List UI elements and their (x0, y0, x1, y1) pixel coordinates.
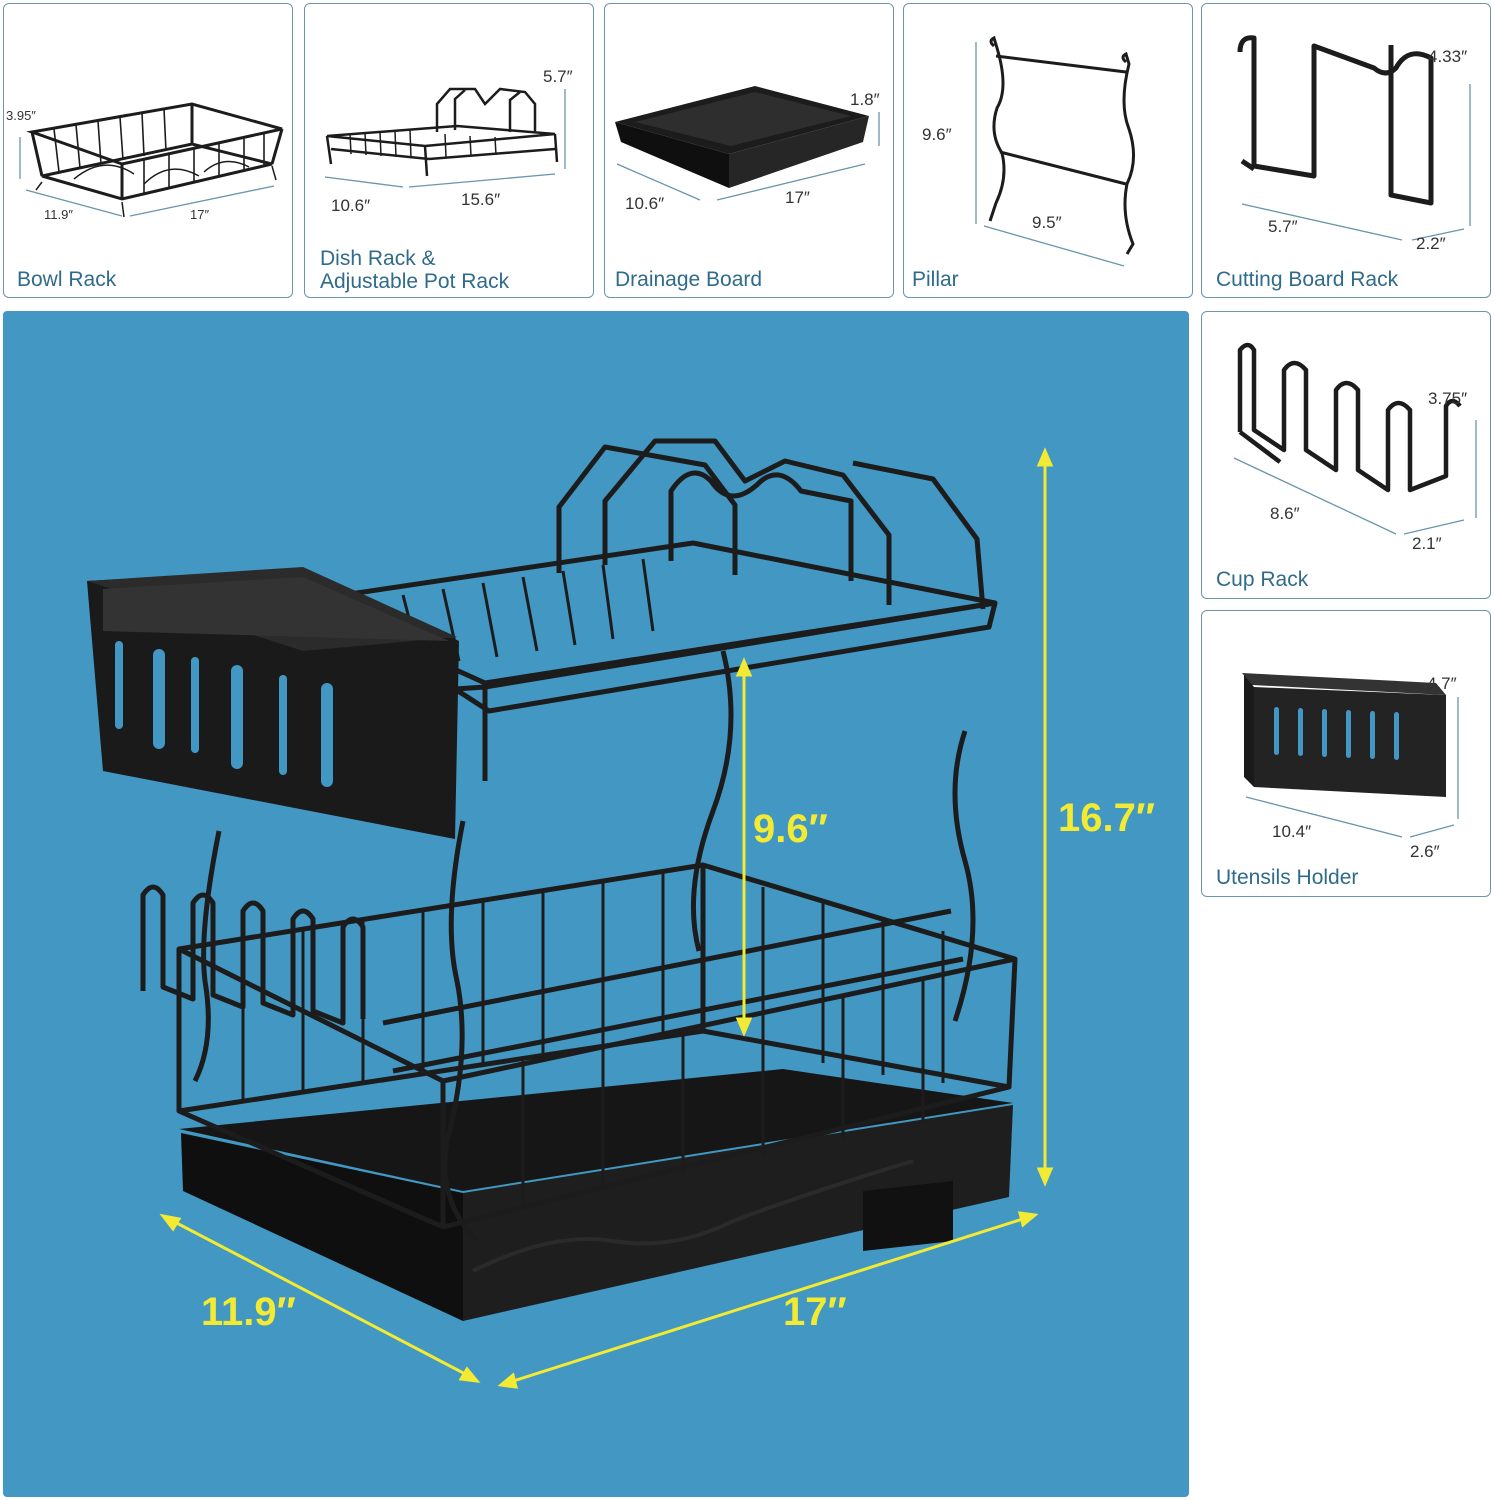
drainage-board-illustration (615, 86, 880, 201)
utensils-holder-height: 4.7″ (1427, 674, 1457, 693)
dish-rack-panel: 5.7″ 10.6″ 15.6″ Dish Rack & Adjustable … (304, 3, 594, 298)
dish-rack-label-line1: Dish Rack & (320, 247, 436, 270)
assembled-rack-illustration (87, 438, 1054, 1389)
pillar-panel: 9.6″ 9.5″ Pillar (903, 3, 1193, 298)
cup-rack-label: Cup Rack (1216, 568, 1309, 591)
cup-rack-length: 8.6″ (1270, 504, 1300, 523)
assembled-rack-panel: 9.6″ 16.7″ 11.9″ 17″ (3, 311, 1189, 1497)
bowl-rack-panel: 3.95″ 11.9″ 17″ Bowl Rack (3, 3, 293, 298)
cutting-board-rack-depth: 2.2″ (1416, 234, 1446, 253)
utensils-holder-length: 10.4″ (1272, 822, 1312, 841)
pillar-illustration (975, 35, 1135, 267)
dish-rack-illustration (324, 87, 566, 188)
cutting-board-rack-length: 5.7″ (1268, 217, 1298, 236)
utensils-holder-panel: 4.7″ 10.4″ 2.6″ Utensils Holder (1201, 610, 1491, 897)
utensils-holder-illustration (1242, 673, 1459, 838)
bowl-rack-height: 3.95″ (6, 108, 36, 123)
dish-rack-height: 5.7″ (543, 67, 573, 86)
cutting-board-rack-label: Cutting Board Rack (1216, 268, 1399, 291)
utensils-holder-depth: 2.6″ (1410, 842, 1440, 861)
bowl-rack-illustration (19, 102, 284, 218)
drainage-board-label: Drainage Board (615, 268, 763, 291)
utensils-holder-label: Utensils Holder (1216, 866, 1359, 889)
tier-gap-dimension: 9.6″ (753, 807, 828, 851)
bowl-rack-length: 17″ (190, 207, 210, 222)
bowl-rack-label: Bowl Rack (17, 268, 117, 291)
dish-rack-length: 15.6″ (461, 190, 501, 209)
pillar-width: 9.5″ (1032, 213, 1062, 232)
cutting-board-rack-height: 4.33″ (1428, 47, 1468, 66)
length-dimension: 17″ (783, 1290, 847, 1334)
cup-rack-illustration (1233, 342, 1477, 535)
cutting-board-rack-panel: 4.33″ 5.7″ 2.2″ Cutting Board Rack (1201, 3, 1491, 298)
drainage-board-length: 17″ (785, 188, 810, 207)
width-dimension: 11.9″ (201, 1290, 296, 1334)
total-height-dimension: 16.7″ (1058, 796, 1156, 840)
pillar-height: 9.6″ (922, 125, 952, 144)
cutting-board-rack-illustration (1237, 35, 1471, 241)
drainage-board-height: 1.8″ (850, 90, 880, 109)
drainage-board-panel: 1.8″ 10.6″ 17″ Drainage Board (604, 3, 894, 298)
cup-rack-depth: 2.1″ (1412, 534, 1442, 553)
bowl-rack-width: 11.9″ (44, 207, 73, 222)
dish-rack-label-line2: Adjustable Pot Rack (320, 270, 510, 293)
cup-rack-height: 3.75″ (1428, 389, 1468, 408)
drainage-board-width: 10.6″ (625, 194, 665, 213)
cup-rack-panel: 3.75″ 8.6″ 2.1″ Cup Rack (1201, 311, 1491, 599)
dish-rack-width: 10.6″ (331, 196, 371, 215)
pillar-label: Pillar (912, 268, 959, 291)
